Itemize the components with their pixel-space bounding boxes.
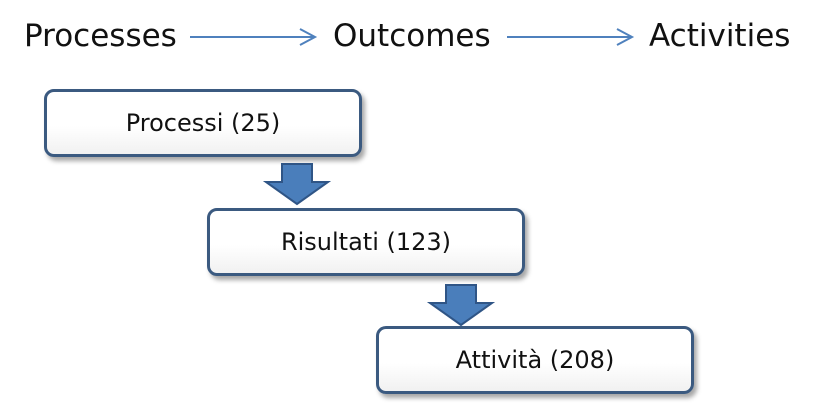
step-label-processi: Processi (25)	[125, 109, 281, 137]
step-label-risultati: Risultati (123)	[280, 228, 452, 256]
header-label-processes: Processes	[24, 18, 177, 54]
header-arrow-2	[507, 28, 635, 46]
header-label-activities: Activities	[649, 18, 791, 54]
step-box-attivita: Attività (208)	[376, 326, 694, 394]
step-box-risultati: Risultati (123)	[207, 208, 525, 276]
down-arrow-icon-2	[426, 284, 496, 327]
step-label-attivita: Attività (208)	[455, 346, 615, 374]
step-box-processi: Processi (25)	[44, 89, 362, 157]
down-arrow-icon-1	[262, 163, 332, 206]
header-arrow-1	[190, 28, 318, 46]
header-label-outcomes: Outcomes	[333, 18, 491, 54]
